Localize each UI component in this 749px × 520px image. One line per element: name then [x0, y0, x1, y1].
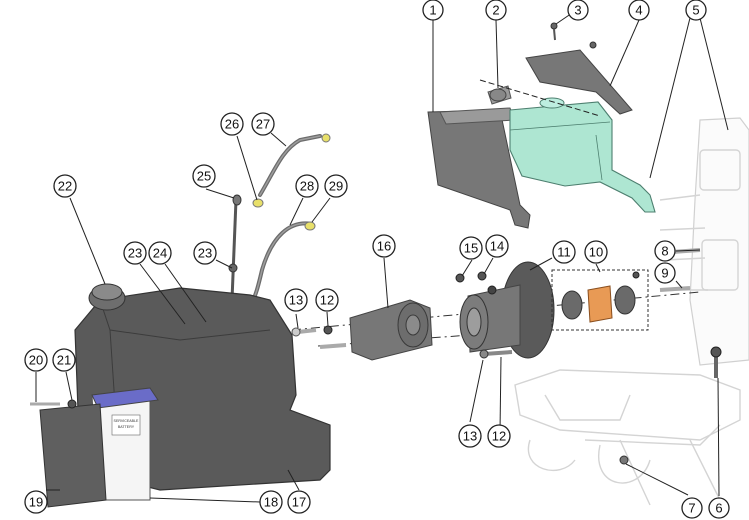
callout-20: 20: [24, 348, 48, 372]
callout-13-b: 13: [458, 424, 482, 448]
callout-29: 29: [324, 174, 348, 198]
callout-2: 2: [485, 0, 507, 21]
cover-plate-4: [525, 49, 633, 115]
battery-cover-19: [30, 399, 107, 508]
screw-3: [550, 22, 597, 49]
svg-text:19: 19: [29, 495, 43, 510]
svg-text:1: 1: [429, 3, 436, 18]
callout-12-a: 12: [315, 288, 339, 312]
callout-3: 3: [567, 0, 589, 21]
svg-text:22: 22: [58, 179, 72, 194]
svg-text:4: 4: [635, 3, 642, 18]
callout-17: 17: [287, 490, 311, 514]
callout-23-b: 23: [193, 241, 217, 265]
svg-text:3: 3: [574, 3, 581, 18]
svg-text:8: 8: [661, 244, 668, 259]
svg-text:25: 25: [197, 169, 211, 184]
engine-frame-ghost: [514, 117, 749, 506]
svg-text:28: 28: [300, 179, 314, 194]
callout-5: 5: [685, 0, 707, 21]
callout-11: 11: [552, 240, 576, 264]
svg-text:17: 17: [292, 495, 306, 510]
svg-text:13: 13: [289, 293, 303, 308]
callout-7: 7: [681, 497, 703, 519]
battery-label-line1: SERVICEABLE: [114, 419, 140, 423]
svg-text:6: 6: [715, 501, 722, 516]
battery-label-line2: BATTERY: [118, 425, 135, 429]
callout-18: 18: [259, 490, 283, 514]
svg-text:23: 23: [128, 246, 142, 261]
svg-text:18: 18: [264, 495, 278, 510]
svg-text:12: 12: [492, 429, 506, 444]
leader-lines: [35, 8, 729, 503]
callout-9: 9: [654, 262, 676, 284]
motor-adapter-16: [349, 299, 433, 361]
battery-18: SERVICEABLE BATTERY: [91, 387, 159, 501]
callout-26: 26: [220, 112, 244, 136]
callout-10: 10: [584, 240, 608, 264]
callout-16: 16: [372, 234, 396, 258]
svg-text:5: 5: [692, 3, 699, 18]
callout-23-a: 23: [123, 241, 147, 265]
svg-text:26: 26: [225, 117, 239, 132]
svg-text:21: 21: [57, 353, 71, 368]
reservoir-cap-2: [487, 85, 512, 105]
callout-6: 6: [708, 497, 730, 519]
svg-text:27: 27: [256, 117, 270, 132]
callouts: 1 2 3 4 5 6 7 8 9 10 11 12 12 13 13 14 1…: [24, 0, 730, 519]
svg-text:24: 24: [153, 246, 167, 261]
coupler-assembly-10: [551, 269, 649, 331]
callout-15: 15: [459, 236, 483, 260]
callout-14: 14: [485, 234, 509, 258]
svg-text:10: 10: [589, 245, 603, 260]
callout-12-b: 12: [487, 424, 511, 448]
svg-text:20: 20: [29, 353, 43, 368]
svg-text:15: 15: [464, 241, 478, 256]
svg-text:16: 16: [377, 239, 391, 254]
svg-text:2: 2: [492, 3, 499, 18]
svg-text:7: 7: [688, 501, 695, 516]
callout-21: 21: [52, 348, 76, 372]
svg-text:12: 12: [320, 293, 334, 308]
callout-19: 19: [24, 490, 48, 514]
svg-text:11: 11: [557, 245, 571, 260]
pump-mount-11: [459, 261, 555, 359]
callout-25: 25: [192, 164, 216, 188]
callout-22: 22: [53, 174, 77, 198]
svg-text:13: 13: [463, 429, 477, 444]
callout-27: 27: [251, 112, 275, 136]
svg-text:14: 14: [490, 239, 504, 254]
svg-text:29: 29: [329, 179, 343, 194]
callout-24: 24: [148, 241, 172, 265]
svg-text:23: 23: [198, 246, 212, 261]
hydraulic-reservoir: [509, 97, 656, 213]
callout-8: 8: [654, 240, 676, 262]
callout-1: 1: [422, 0, 444, 21]
callout-28: 28: [295, 174, 319, 198]
callout-4: 4: [628, 0, 650, 21]
svg-text:9: 9: [661, 266, 668, 281]
callout-13-a: 13: [284, 288, 308, 312]
